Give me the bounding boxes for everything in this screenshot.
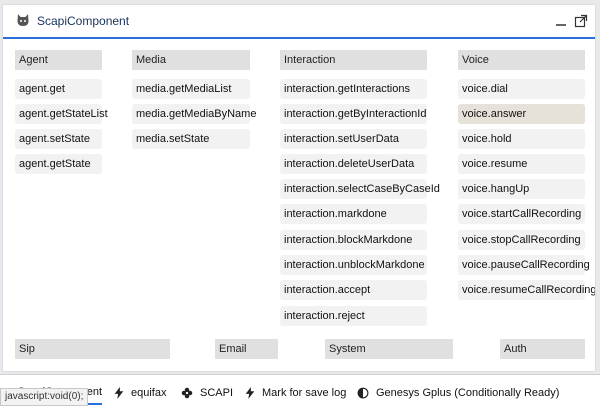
footer-tab-label: SCAPI <box>200 387 234 399</box>
voice-pausecallrecording-item[interactable]: voice.pauseCallRecording <box>458 255 590 275</box>
footer-tab-label: equifax <box>131 387 167 399</box>
browser-status-bar: javascript:void(0); <box>0 388 89 406</box>
panel-header: ScapiComponent <box>3 5 595 39</box>
interaction-markdone-item[interactable]: interaction.markdone <box>280 204 427 224</box>
interaction-accept-item[interactable]: interaction.accept <box>280 280 427 300</box>
voice-column-header: Voice <box>458 50 585 70</box>
cat-icon <box>17 14 29 26</box>
email-column-header: Email <box>215 339 278 359</box>
voice-startcallrecording-item[interactable]: voice.startCallRecording <box>458 204 585 224</box>
sip-column-header: Sip <box>15 339 170 359</box>
lightning-icon <box>245 387 255 399</box>
interaction-column-header: Interaction <box>280 50 427 70</box>
popout-icon[interactable] <box>573 13 589 29</box>
flower-icon <box>181 387 193 399</box>
system-column-header: System <box>325 339 453 359</box>
voice-resume-item[interactable]: voice.resume <box>458 154 585 174</box>
footer-tab-genesys-gplus[interactable]: Genesys Gplus (Conditionally Ready) <box>357 381 559 405</box>
voice-dial-item[interactable]: voice.dial <box>458 79 585 99</box>
auth-column-header: Auth <box>500 339 585 359</box>
interaction-reject-item[interactable]: interaction.reject <box>280 306 427 326</box>
media-getmediabyname-item[interactable]: media.getMediaByName <box>132 104 256 124</box>
lightning-icon <box>114 387 124 399</box>
minimize-icon[interactable] <box>553 13 569 29</box>
media-setstate-item[interactable]: media.setState <box>132 129 250 149</box>
panel-title: ScapiComponent <box>37 14 130 28</box>
agent-getstatelist-item[interactable]: agent.getStateList <box>15 104 108 124</box>
interaction-deleteuserdata-item[interactable]: interaction.deleteUserData <box>280 154 427 174</box>
agent-setstate-item[interactable]: agent.setState <box>15 129 102 149</box>
scapi-component-panel: ScapiComponent Agent agent.get agent.get… <box>2 4 596 372</box>
agent-get-item[interactable]: agent.get <box>15 79 102 99</box>
interaction-setuserdata-item[interactable]: interaction.setUserData <box>280 129 427 149</box>
footer-tab-label: Genesys Gplus (Conditionally Ready) <box>376 387 560 399</box>
voice-hold-item[interactable]: voice.hold <box>458 129 585 149</box>
agent-getstate-item[interactable]: agent.getState <box>15 154 102 174</box>
voice-stopcallrecording-item[interactable]: voice.stopCallRecording <box>458 230 585 250</box>
footer-tab-scapi[interactable]: SCAPI <box>181 381 233 405</box>
footer-tab-label: Mark for save log <box>262 387 347 399</box>
footer-tab-equifax[interactable]: equifax <box>114 381 166 405</box>
media-getmedialist-item[interactable]: media.getMediaList <box>132 79 250 99</box>
voice-resumecallrecording-item[interactable]: voice.resumeCallRecording <box>458 280 595 300</box>
half-circle-icon <box>357 387 369 399</box>
interaction-unblockmarkdone-item[interactable]: interaction.unblockMarkdone <box>280 255 427 275</box>
voice-hangup-item[interactable]: voice.hangUp <box>458 179 585 199</box>
interaction-selectcasebycaseid-item[interactable]: interaction.selectCaseByCaseId <box>280 179 440 199</box>
utility-bar: ScapiComponent equifax SCAPI Mark for sa… <box>0 374 600 408</box>
footer-tab-mark-for-save-log[interactable]: Mark for save log <box>245 381 346 405</box>
interaction-getbyinteractionid-item[interactable]: interaction.getByInteractionId <box>280 104 427 124</box>
media-column-header: Media <box>132 50 250 70</box>
voice-answer-item[interactable]: voice.answer <box>458 104 585 124</box>
agent-column-header: Agent <box>15 50 102 70</box>
interaction-blockmarkdone-item[interactable]: interaction.blockMarkdone <box>280 230 427 250</box>
interaction-getinteractions-item[interactable]: interaction.getInteractions <box>280 79 427 99</box>
